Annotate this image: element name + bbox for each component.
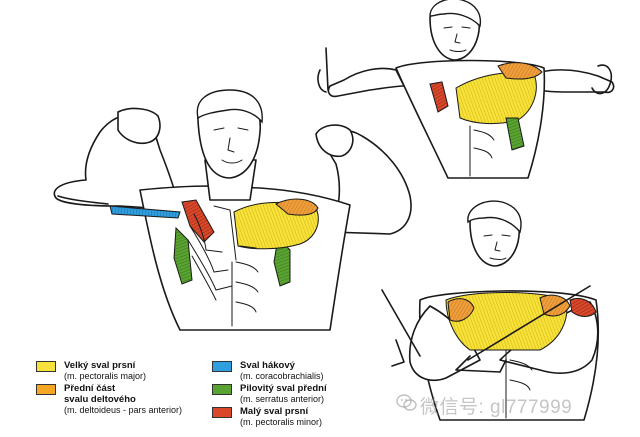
fly-pectoralis-major [455, 72, 537, 125]
legend-name-line1: Přední část [64, 383, 116, 394]
fly-serratus-anterior [505, 117, 525, 151]
fly-anterior-deltoid [497, 62, 543, 80]
right-fist [315, 124, 354, 158]
cross-anterior-deltoid-right [539, 294, 571, 317]
cross-cable-right [455, 285, 591, 373]
figure-cable-fly [317, 0, 615, 179]
legend-latin: (m. pectoralis major) [64, 371, 147, 381]
legend-name: Sval hákový [240, 360, 295, 371]
legend-swatch [36, 384, 56, 395]
fly-left-handle [317, 47, 329, 93]
hair [196, 89, 263, 124]
legend-latin: (m. coracobrachialis) [240, 371, 324, 381]
cross-cable-left [381, 289, 421, 367]
legend-name: Malý sval prsní [240, 406, 309, 417]
legend-latin: (m. pectoralis minor) [240, 417, 323, 427]
cross-pectoralis-minor [569, 298, 597, 317]
ribcage [187, 205, 237, 301]
fly-left-arm [327, 67, 405, 98]
legend-swatch [36, 361, 56, 372]
serratus-anterior-left [173, 226, 193, 285]
legend-swatch [212, 361, 232, 372]
coracobrachialis [109, 205, 181, 219]
figure-double-biceps [53, 89, 412, 331]
cross-pectoralis-major [445, 292, 568, 351]
fly-pectoralis-minor [429, 81, 449, 113]
legend-swatch [212, 384, 232, 395]
figure-cable-crossover [381, 200, 600, 421]
serratus-anterior-right [273, 236, 291, 287]
left-fist [117, 107, 161, 145]
cross-anterior-deltoid-left [447, 298, 475, 322]
watermark-text: 微信号: gl777999 [420, 397, 573, 418]
legend-name: Velký sval prsní [64, 360, 136, 371]
fly-right-arm [539, 69, 615, 94]
legend-name-line2: svalu deltového [64, 394, 136, 405]
legend-name: Pilovitý sval přední [240, 383, 327, 394]
fly-right-handle [591, 64, 613, 95]
legend-latin: (m. serratus anterior) [240, 394, 325, 404]
anterior-deltoid [275, 198, 319, 216]
wechat-icon [396, 394, 417, 411]
abdominals [231, 245, 259, 327]
legend-latin: (m. deltoideus - pars anterior) [64, 405, 183, 415]
legend-swatch [212, 407, 232, 418]
